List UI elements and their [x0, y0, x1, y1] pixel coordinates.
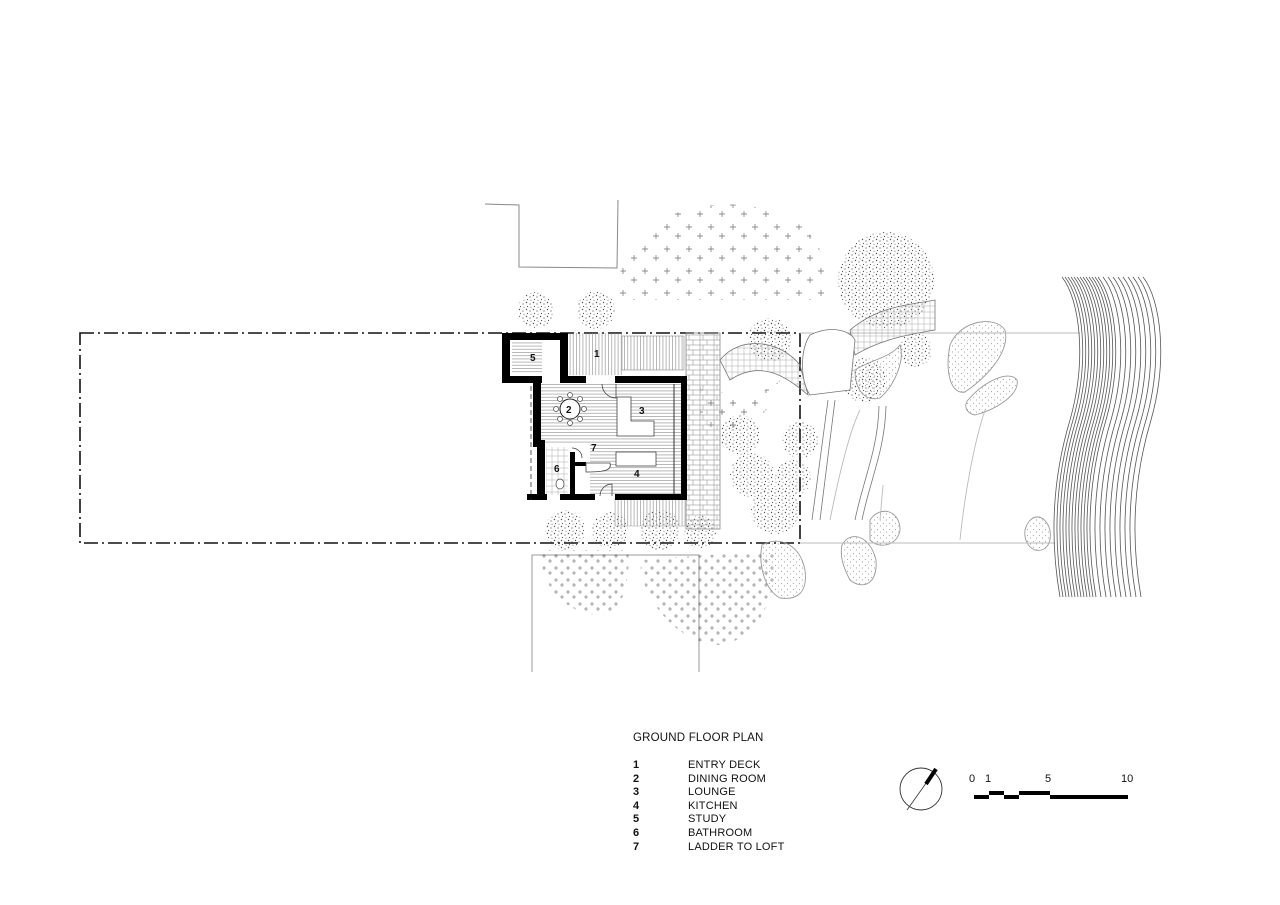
legend-number: 3 [633, 786, 640, 799]
room-label-1: 1 [594, 349, 600, 360]
shrubs-stippled [518, 232, 934, 550]
legend-row: 6 BATHROOM [633, 827, 785, 841]
legend-row: 7 LADDER TO LOFT [633, 841, 785, 855]
legend-number: 4 [633, 799, 640, 812]
legend-row: 4 KITCHEN [633, 800, 785, 814]
scale-tick-10: 10 [1121, 773, 1134, 785]
legend-room-name: KITCHEN [688, 799, 738, 812]
paving [621, 332, 721, 530]
neighbour-building-outline [484, 199, 619, 269]
room-label-2: 2 [566, 405, 572, 416]
room-label-4: 4 [634, 469, 640, 480]
room-label-5: 5 [530, 353, 536, 364]
garden-boardwalk [719, 299, 936, 521]
boulders [760, 321, 1051, 599]
legend-room-name: STUDY [688, 813, 727, 826]
room-label-7: 7 [591, 443, 597, 454]
legend-room-name: ENTRY DECK [688, 759, 761, 771]
legend-number: 5 [633, 813, 640, 826]
room-legend: GROUND FLOOR PLAN 1 ENTRY DECK 2 DINING RO… [633, 732, 785, 854]
legend-number: 2 [633, 772, 640, 785]
tree-canopy-crosses [540, 204, 830, 645]
legend-number: 6 [633, 826, 640, 839]
legend-number: 7 [633, 840, 640, 853]
scale-bar [974, 791, 1128, 799]
room-label-6: 6 [554, 464, 560, 475]
room-label-3: 3 [639, 406, 645, 417]
water-contours [1053, 276, 1162, 598]
scale-tick-5: 5 [1045, 773, 1052, 785]
legend-number: 1 [633, 759, 640, 771]
legend-row: 1 ENTRY DECK [633, 759, 785, 773]
scale-tick-0: 0 [969, 773, 976, 785]
legend-row: 3 LOUNGE [633, 786, 785, 800]
house-floor-plan: 5 1 2 3 4 6 7 [502, 333, 687, 527]
legend-row: 2 DINING ROOM [633, 773, 785, 787]
north-arrow-icon [899, 767, 943, 811]
legend-room-name: LOUNGE [688, 786, 736, 799]
legend-row: 5 STUDY [633, 813, 785, 827]
legend-room-name: LADDER TO LOFT [688, 840, 785, 853]
drawing-title: GROUND FLOOR PLAN [633, 732, 764, 744]
legend-room-name: DINING ROOM [688, 772, 766, 785]
scale-tick-1: 1 [985, 773, 992, 785]
legend-room-name: BATHROOM [688, 826, 753, 839]
